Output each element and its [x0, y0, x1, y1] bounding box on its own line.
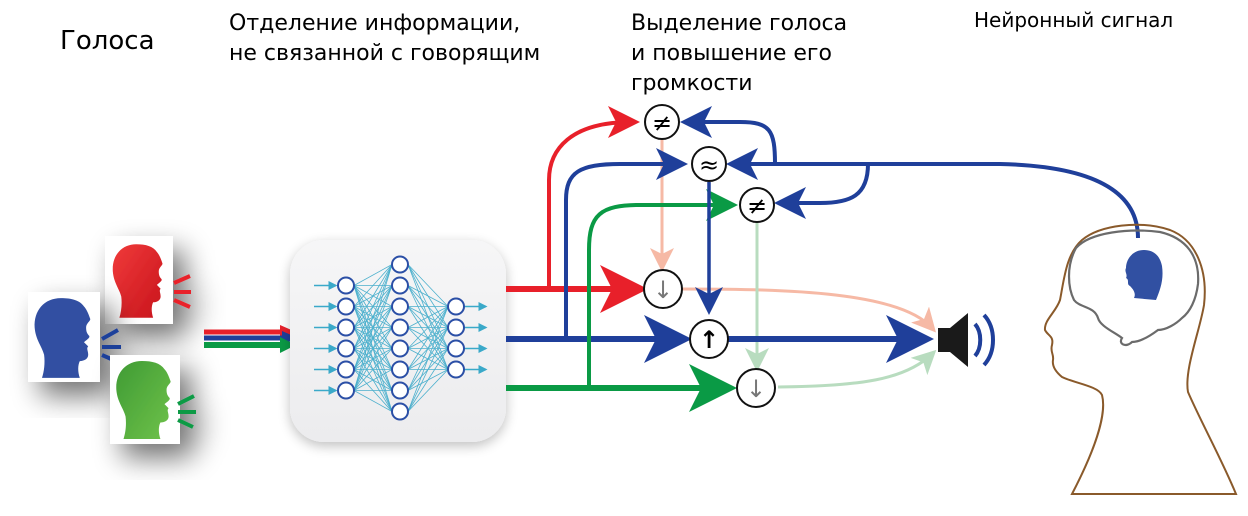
- network-node-layer-2: [391, 297, 409, 316]
- red-branch-to-compare: [547, 106, 640, 289]
- attenuate-green-operator: ↓: [736, 368, 776, 408]
- neural-signal-to-green-compare: [774, 163, 870, 219]
- network-connection: [353, 348, 393, 391]
- network-connection: [353, 390, 393, 412]
- network-connection: [353, 369, 393, 391]
- network-connection: [353, 264, 393, 307]
- network-connection: [353, 264, 393, 370]
- network-node-layer-2: [391, 318, 409, 337]
- operators: ≠ ≈ ≠ ↓ ↑ ↓: [643, 104, 776, 408]
- blue-speaker-icon: [28, 292, 121, 382]
- network-node-layer-2: [391, 339, 409, 358]
- network-node-layer-2: [391, 255, 409, 274]
- network-connection: [407, 264, 449, 307]
- network-node-layer-1: [337, 318, 355, 337]
- network-connection: [407, 306, 449, 391]
- network-connection: [407, 306, 449, 370]
- down-arrow-icon: ↓: [746, 375, 766, 403]
- compare-red-operator: ≠: [644, 104, 680, 140]
- not-equal-icon: ≠: [652, 109, 672, 137]
- network-connection: [353, 264, 393, 349]
- network-node-layer-3: [447, 360, 465, 379]
- speaker-independent-separation-label: Отделение информации, не связанной с гов…: [229, 11, 541, 66]
- speaker-output-icon: [938, 313, 995, 367]
- green-speaker-icon: [110, 355, 196, 444]
- neural-signal-line: [726, 148, 1140, 239]
- amplify-blue-operator: ↑: [689, 319, 729, 359]
- network-node-layer-2: [391, 402, 409, 421]
- imagined-speaker-icon: [1125, 250, 1163, 300]
- network-node-layer-1: [337, 276, 355, 295]
- network-connection: [353, 306, 393, 391]
- network-node-layer-1: [337, 360, 355, 379]
- network-connection: [353, 264, 393, 391]
- network-connection: [407, 306, 449, 349]
- network-node-layer-1: [337, 381, 355, 400]
- network-node-layer-2: [391, 360, 409, 379]
- mixed-input-arrow: [204, 325, 298, 353]
- neural-network: [290, 240, 506, 442]
- network-connection: [407, 327, 449, 412]
- network-connection: [407, 306, 449, 412]
- blue-branch-to-compare: [564, 148, 688, 339]
- neural-signal-label: Нейронный сигнал: [974, 8, 1174, 32]
- speaker-streams: [506, 106, 1140, 412]
- compare-blue-operator: ≈: [691, 146, 727, 182]
- listener-head-icon: [1043, 223, 1238, 495]
- green-branch-to-compare: [587, 189, 738, 388]
- network-node-layer-2: [391, 381, 409, 400]
- network-connection: [353, 264, 393, 286]
- green-attenuated-output: [777, 349, 937, 389]
- down-arrow-icon: ↓: [653, 276, 673, 304]
- network-connection: [353, 285, 393, 391]
- network-node-layer-1: [337, 297, 355, 316]
- up-arrow-icon: ↑: [699, 326, 719, 354]
- voices-label: Голоса: [60, 26, 155, 56]
- network-node-layer-1: [337, 339, 355, 358]
- network-connection: [407, 306, 449, 328]
- network-node-layer-3: [447, 297, 465, 316]
- network-connection: [353, 264, 393, 328]
- voice-selection-amplification-label: Выделение голоса и повышение его громкос…: [631, 11, 848, 96]
- network-connection: [353, 327, 393, 391]
- red-speaker-icon: [105, 236, 191, 324]
- network-connection: [407, 348, 449, 412]
- neural-signal-to-red-compare: [680, 106, 777, 165]
- network-connection: [407, 285, 449, 307]
- not-equal-icon: ≠: [747, 192, 767, 220]
- network-node-layer-2: [391, 276, 409, 295]
- approx-equal-icon: ≈: [699, 151, 719, 179]
- attenuate-red-operator: ↓: [643, 269, 683, 309]
- speakers-group: [28, 236, 196, 444]
- network-connection: [407, 369, 449, 412]
- network-node-layer-3: [447, 318, 465, 337]
- compare-green-operator: ≠: [739, 187, 775, 223]
- network-node-layer-3: [447, 339, 465, 358]
